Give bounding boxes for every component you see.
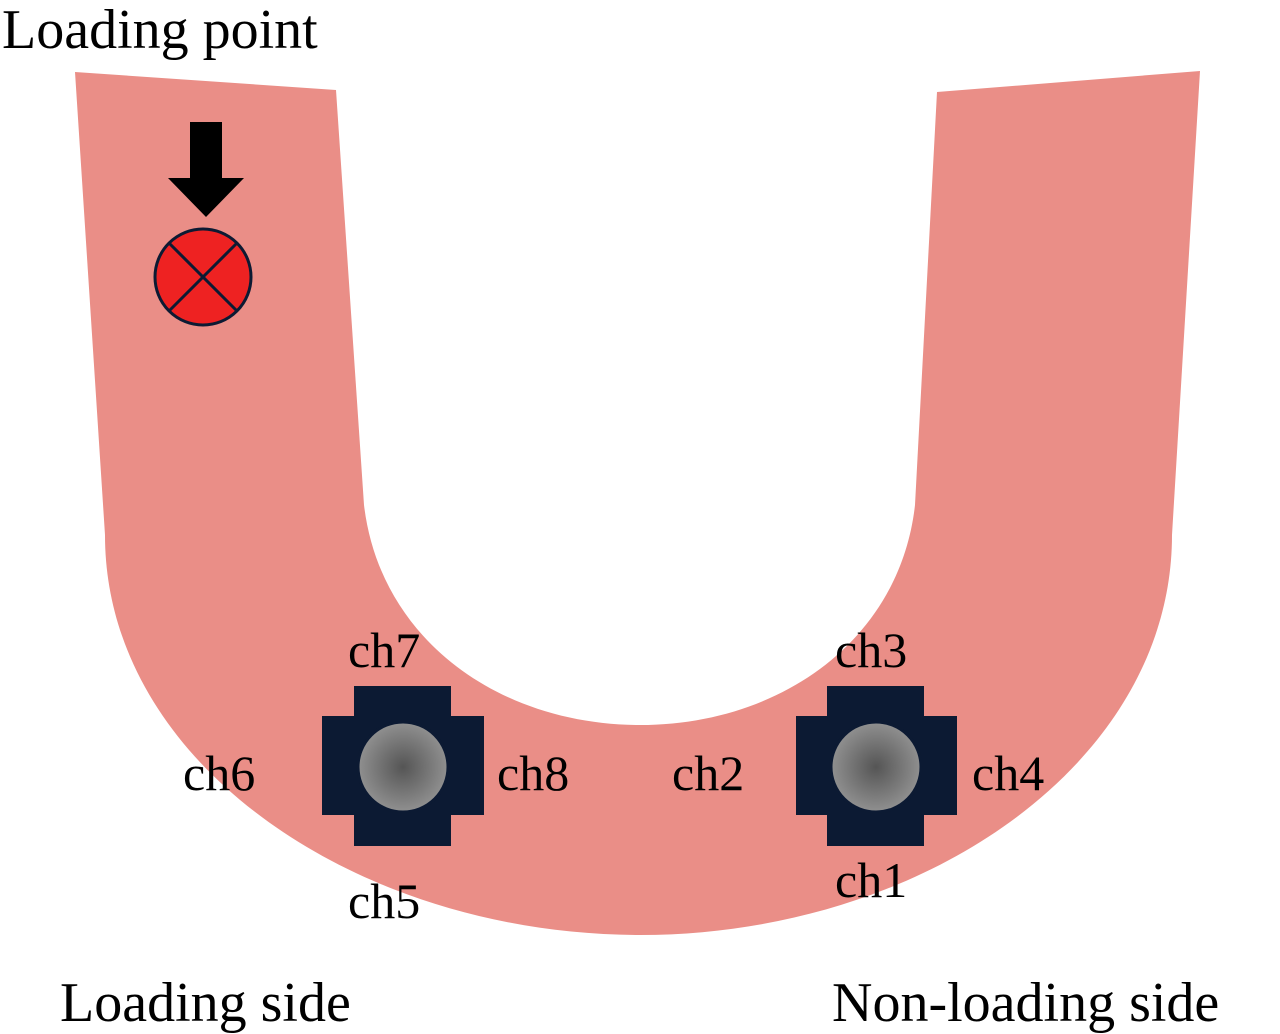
strain-gauge-sensor-icon (356, 720, 450, 814)
channel-label-ch5: ch5 (348, 873, 421, 929)
channel-label-ch8: ch8 (497, 745, 570, 801)
loading-arrow-icon (168, 122, 244, 217)
channel-label-ch2: ch2 (672, 745, 745, 801)
strain-gauge-loading-side (322, 686, 484, 846)
strain-gauge-sensor-icon (829, 720, 923, 814)
strain-gauge-non-loading-side (796, 686, 957, 846)
channel-label-ch6: ch6 (183, 745, 256, 801)
channel-label-ch1: ch1 (835, 852, 908, 908)
loading-point-marker-icon (153, 227, 253, 327)
channel-label-ch4: ch4 (972, 745, 1045, 801)
loading-point-label: Loading point (2, 0, 318, 61)
loading-side-label: Loading side (60, 972, 351, 1034)
channel-label-ch7: ch7 (348, 622, 421, 678)
non-loading-side-label: Non-loading side (832, 972, 1220, 1034)
u-shaped-body (75, 71, 1200, 935)
channel-label-ch3: ch3 (835, 622, 908, 678)
